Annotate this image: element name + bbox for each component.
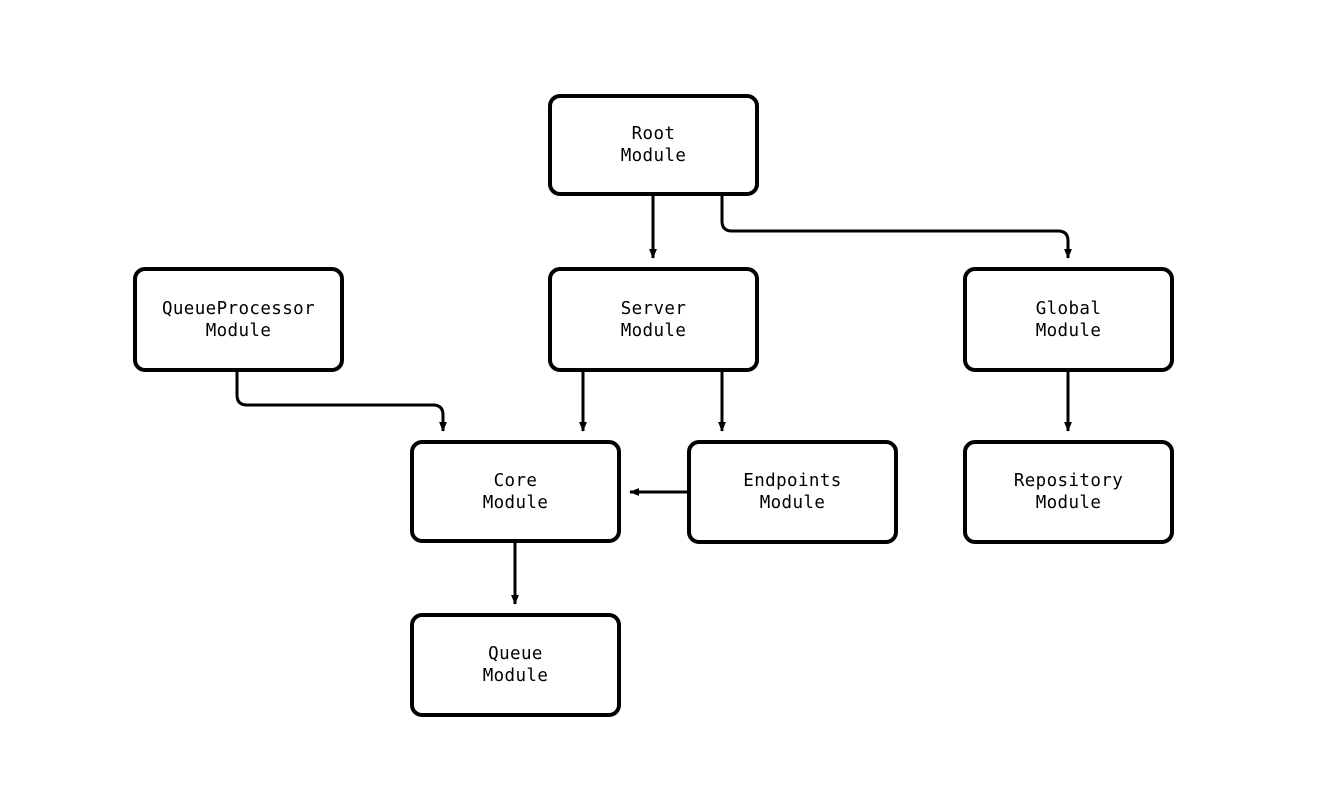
node-label-secondary: Module (759, 493, 826, 513)
node-label-secondary: Module (1035, 320, 1102, 341)
node-label-primary: Root (631, 124, 676, 144)
node-label-secondary: Module (482, 492, 549, 513)
node-label-secondary: Module (482, 666, 549, 686)
node-label-secondary: Module (1035, 493, 1102, 513)
edge-queueprocessor-to-core (235, 372, 447, 432)
edges-group (235, 196, 1072, 605)
node-label-primary: Endpoints (743, 471, 842, 491)
node-label-secondary: Module (620, 146, 687, 166)
node-label-primary: Repository (1013, 471, 1124, 491)
edge-root-to-global (720, 196, 1072, 259)
node-label-primary: Server (620, 298, 687, 319)
node-label-primary: QueueProcessor (161, 298, 316, 319)
node-label-primary: Global (1035, 298, 1102, 319)
node-label-primary: Core (493, 470, 538, 491)
node-label-primary: Queue (488, 644, 543, 664)
node-label-secondary: Module (620, 320, 687, 341)
node-label-secondary: Module (205, 320, 272, 341)
